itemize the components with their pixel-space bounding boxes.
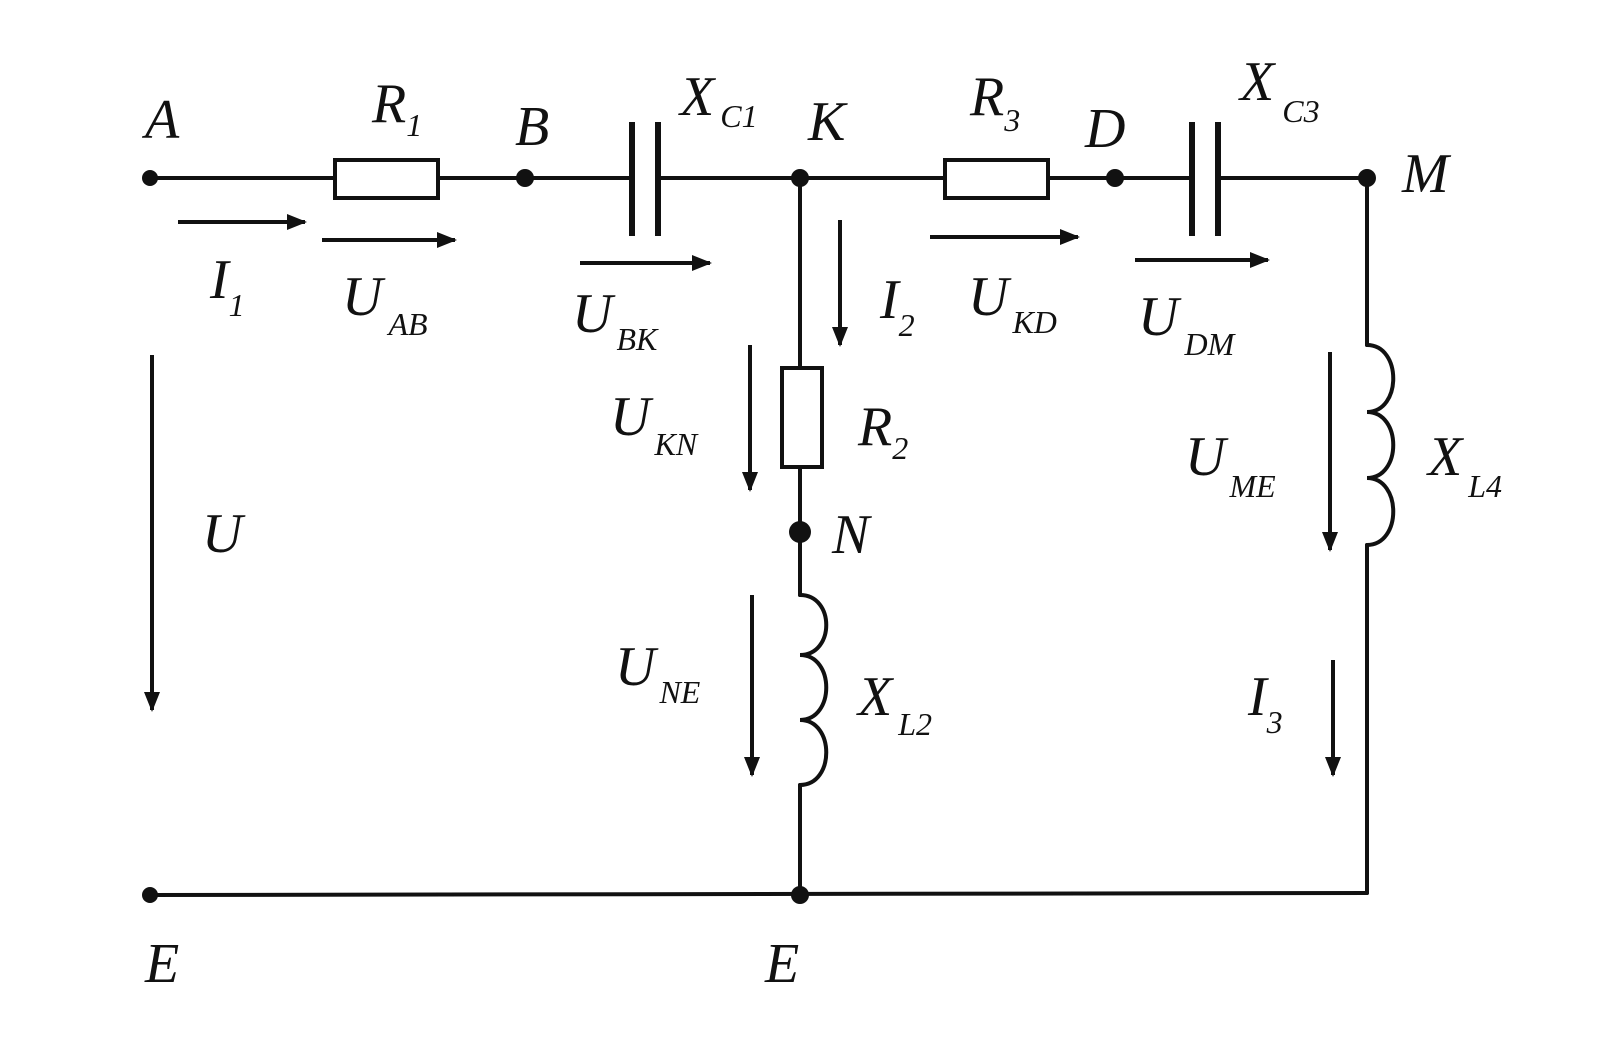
wire-bottom-rail: [148, 891, 1369, 897]
node-d-dot: [1106, 169, 1124, 187]
label-node-m: M: [1401, 143, 1452, 205]
resistor-r2: [780, 366, 824, 469]
capacitor-xc1: [629, 122, 661, 236]
label-node-a: A: [141, 89, 180, 151]
wires: [148, 176, 1369, 897]
node-b-dot: [516, 169, 534, 187]
label-u: U: [202, 503, 246, 565]
inductor-xl4: [1365, 343, 1396, 547]
label-node-k: K: [807, 91, 848, 153]
label-r2: R2: [857, 396, 908, 466]
node-e-mid-dot: [791, 886, 809, 904]
label-node-b: B: [515, 96, 549, 158]
resistor-r1: [333, 158, 440, 200]
node-a-dot: [142, 170, 158, 186]
arrows: [144, 214, 1341, 777]
label-i3: I3: [1247, 666, 1283, 740]
label-i1: I1: [209, 249, 245, 323]
label-i2: I2: [879, 269, 915, 343]
node-e-left-dot: [142, 887, 158, 903]
node-n-dot: [789, 521, 811, 543]
label-node-e-left: E: [144, 933, 179, 995]
label-r3: R3: [969, 66, 1020, 138]
resistor-r3: [943, 158, 1050, 200]
inductor-xl2: [798, 593, 829, 787]
label-node-e-mid: E: [764, 933, 799, 995]
label-node-n: N: [831, 504, 872, 566]
label-node-d: D: [1084, 98, 1125, 160]
label-r1: R1: [371, 73, 422, 143]
node-m-dot: [1358, 169, 1376, 187]
capacitor-xc3: [1189, 122, 1221, 236]
node-k-dot: [791, 169, 809, 187]
